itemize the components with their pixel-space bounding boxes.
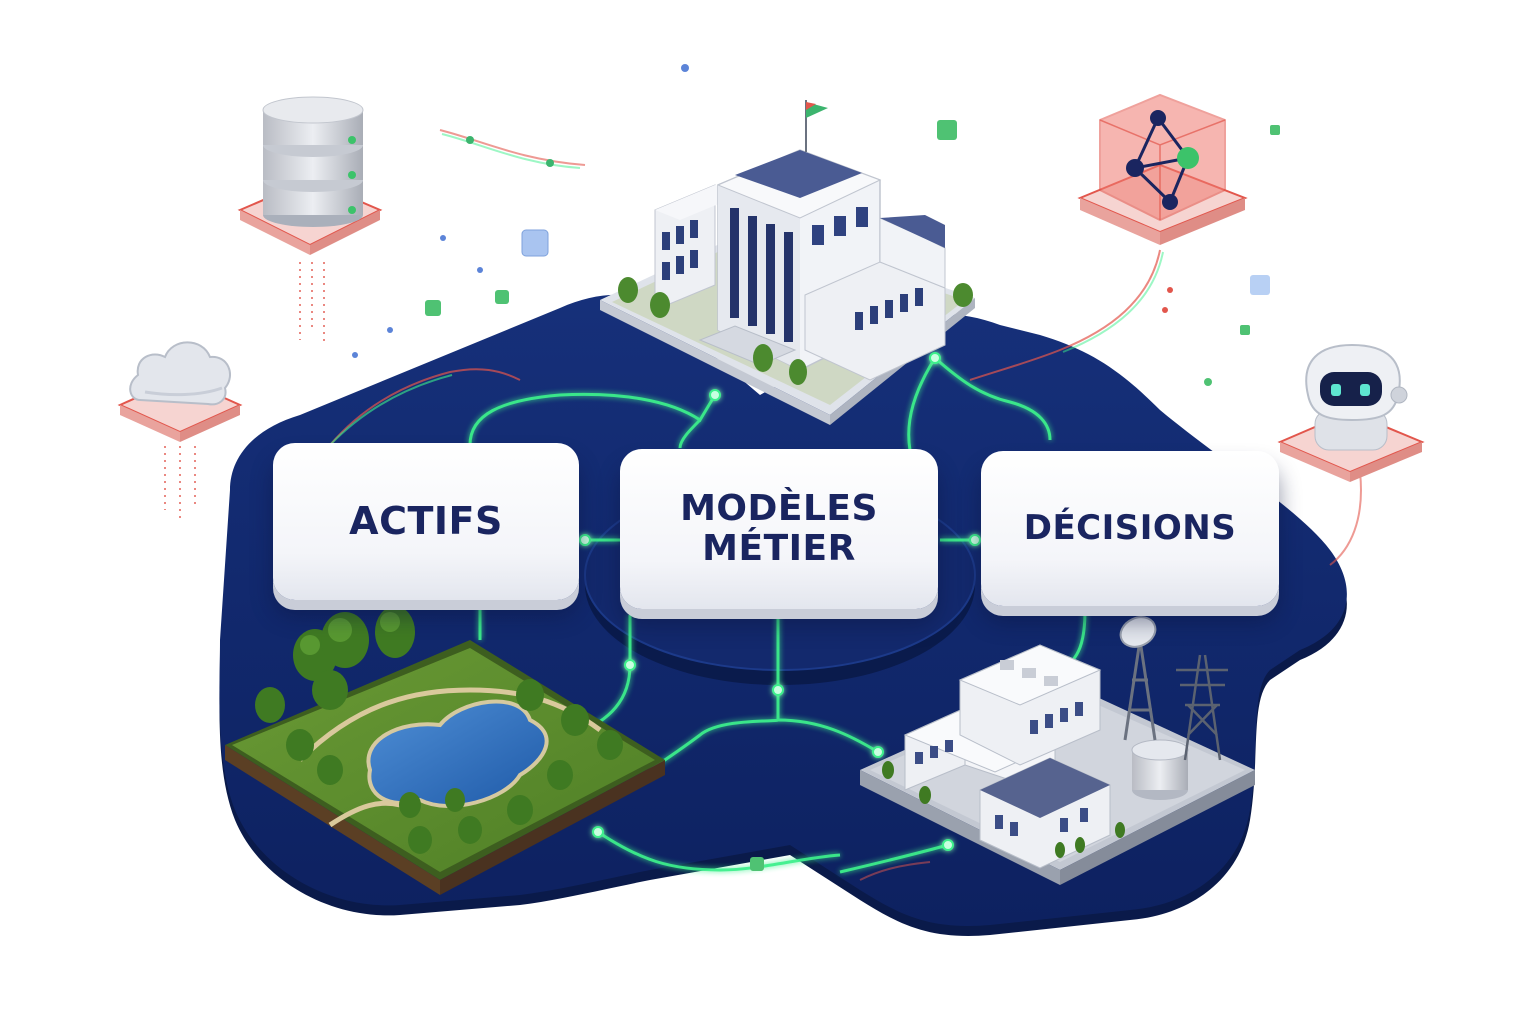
industrial-site-icon — [860, 616, 1255, 885]
connector-nodes — [579, 352, 981, 851]
external-wires — [329, 129, 1362, 881]
graph-cube-icon — [1077, 93, 1248, 245]
card-actifs-label: ACTIFS — [349, 499, 503, 544]
connectors — [468, 356, 1087, 874]
park-lake-icon — [225, 606, 665, 895]
card-decisions-label: DÉCISIONS — [1023, 508, 1237, 549]
card-decisions: DÉCISIONS — [981, 451, 1279, 606]
robot-icon — [1277, 343, 1425, 482]
card-actifs: ACTIFS — [273, 443, 579, 600]
wire-dots — [466, 136, 1173, 313]
database-icon — [237, 96, 383, 345]
cloud-icon — [117, 341, 243, 520]
card-modeles-metier: MODÈLES MÉTIER — [620, 449, 938, 609]
card-modeles-metier-label: MODÈLES MÉTIER — [680, 487, 878, 569]
particles — [352, 64, 1280, 871]
government-building-icon — [600, 100, 975, 425]
